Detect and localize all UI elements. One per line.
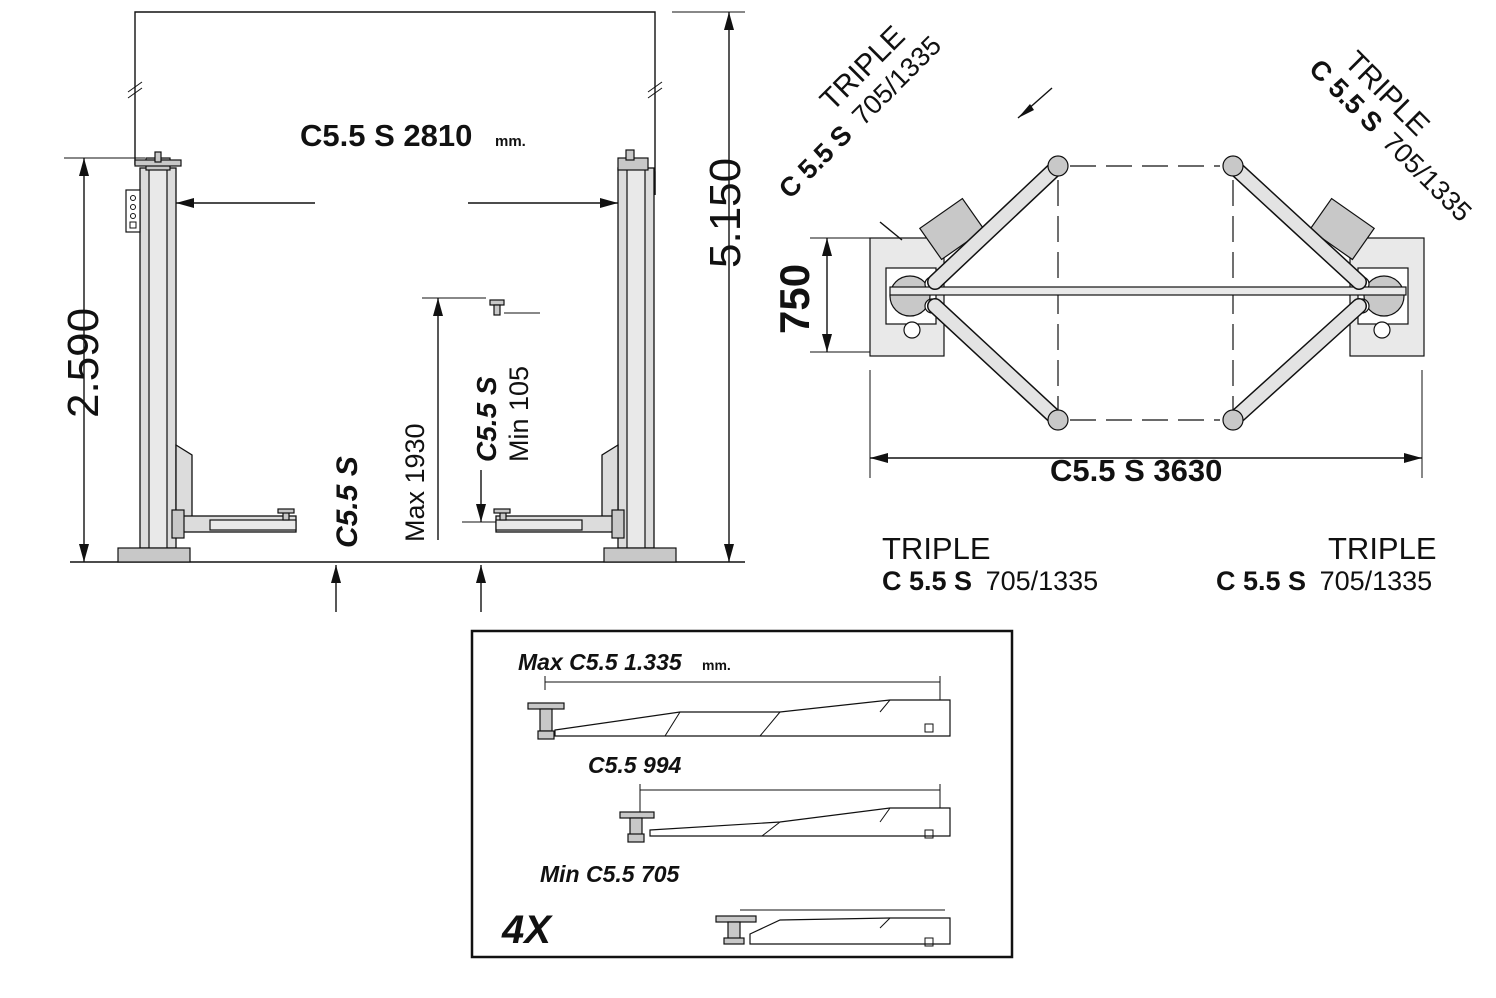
- front-view: C5.5 S 2810 mm. 5.150 2.590 C5.5 S Max 1…: [59, 11, 750, 612]
- left-column: [117, 151, 297, 563]
- min-height-model: C5.5 S: [471, 376, 502, 462]
- arms: [927, 155, 1367, 431]
- total-width-label: C5.5 S 3630: [1050, 453, 1222, 488]
- arm-max-drawing: [527, 676, 951, 740]
- column-height-label: 2.590: [59, 308, 108, 418]
- arm-label-bottom-left: TRIPLE C 5.5 S 705/1335: [882, 531, 1098, 596]
- svg-text:C 5.5 S 705/1335: C 5.5 S 705/1335: [882, 566, 1098, 596]
- arm-mid-drawing: [619, 784, 951, 843]
- arm-label-top-left: TRIPLE C 5.5 S 705/1335: [773, 20, 947, 205]
- cross-bar: [889, 286, 1407, 296]
- arm-label-model: C 5.5 S: [773, 119, 858, 204]
- max-arm-label: Max C5.5 1.335: [518, 649, 683, 675]
- min-arm-label: Min C5.5 705: [540, 861, 681, 887]
- overhead-frame: [134, 11, 656, 195]
- arm-label-title: TRIPLE: [1328, 531, 1437, 566]
- depth-label: 750: [771, 264, 818, 334]
- mid-arm-label: C5.5 994: [588, 752, 682, 778]
- quantity-label: 4X: [501, 908, 553, 952]
- arm-label-bottom-right: TRIPLE C 5.5 S 705/1335: [1216, 531, 1437, 596]
- arm-pad-max: [489, 299, 540, 316]
- total-height-label: 5.150: [701, 158, 750, 268]
- left-base: [869, 197, 986, 357]
- arm-label-model: C 5.5 S: [1216, 566, 1306, 596]
- arm-detail-box: Max C5.5 1.335 mm. C5.5 994: [470, 629, 1014, 959]
- max-arm-unit: mm.: [702, 657, 731, 673]
- front-model-label: C5.5 S: [331, 456, 364, 548]
- max-height-label: Max 1930: [400, 423, 430, 542]
- arm-label-range: 705/1335: [1377, 127, 1478, 228]
- arm-label-title: TRIPLE: [882, 531, 991, 566]
- min-height-label: Min 105: [504, 366, 534, 462]
- arm-label-range: 705/1335: [1320, 566, 1433, 596]
- right-column: [493, 149, 677, 563]
- right-base: [1308, 197, 1425, 357]
- arm-label-top-right: TRIPLE C 5.5 S 705/1335: [1303, 45, 1478, 228]
- svg-text:C 5.5 S 705/1335: C 5.5 S 705/1335: [1216, 566, 1432, 596]
- top-view: 750 C5.5 S 3630 TRIPLE C 5.5 S 705/1335 …: [771, 20, 1478, 596]
- arm-detail-frame: [470, 629, 1014, 959]
- width-unit: mm.: [495, 133, 526, 150]
- arm-label-range: 705/1335: [986, 566, 1099, 596]
- arm-label-model: C 5.5 S: [882, 566, 972, 596]
- arm-min-drawing: [715, 909, 951, 947]
- width-label: C5.5 S 2810: [300, 118, 472, 153]
- control-box: [125, 189, 141, 233]
